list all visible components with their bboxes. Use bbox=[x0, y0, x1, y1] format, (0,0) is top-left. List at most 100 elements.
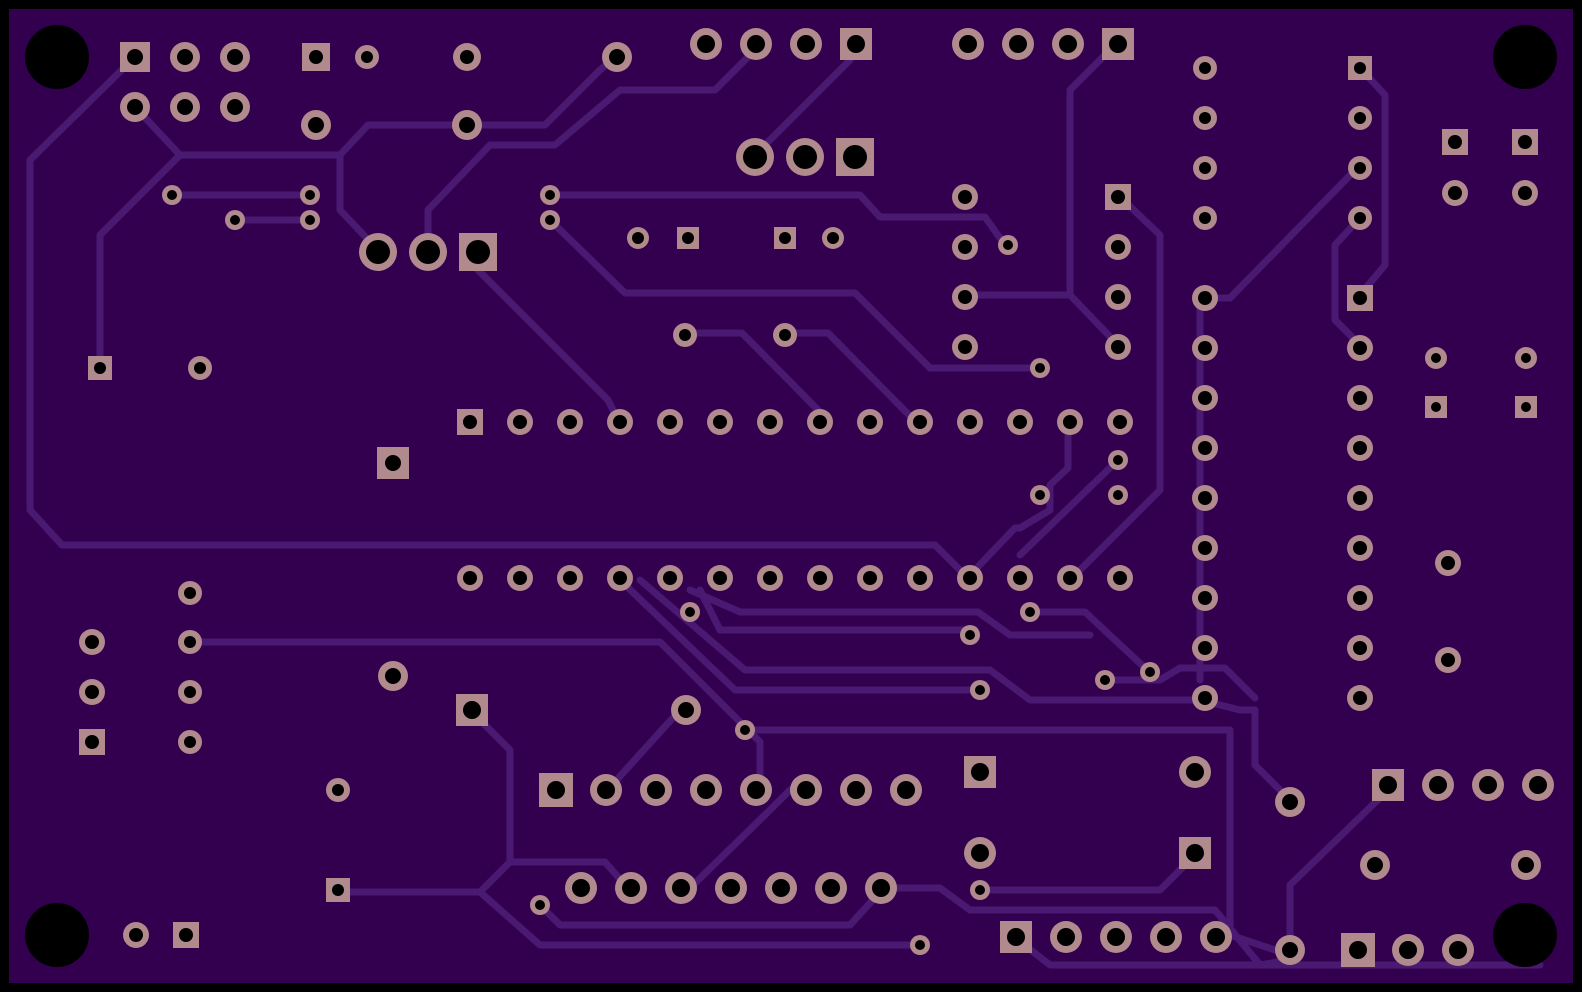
drill-hole bbox=[722, 879, 740, 897]
drill-hole bbox=[547, 781, 565, 799]
drill-hole bbox=[963, 571, 977, 585]
pads bbox=[79, 28, 1554, 967]
drill-hole bbox=[1111, 290, 1125, 304]
drill-hole bbox=[194, 362, 206, 374]
mounting-hole bbox=[1493, 25, 1557, 89]
drill-hole bbox=[177, 99, 193, 115]
drill-hole bbox=[305, 190, 315, 200]
drill-hole bbox=[227, 99, 243, 115]
drill-hole bbox=[1035, 490, 1045, 500]
drill-hole bbox=[872, 879, 890, 897]
drill-hole bbox=[843, 145, 867, 169]
drill-hole bbox=[127, 49, 143, 65]
drill-hole bbox=[305, 215, 315, 225]
drill-hole bbox=[1282, 942, 1298, 958]
drill-hole bbox=[697, 781, 715, 799]
drill-hole bbox=[713, 571, 727, 585]
drill-hole bbox=[1009, 35, 1027, 53]
mounting-holes bbox=[25, 25, 1557, 967]
drill-hole bbox=[740, 725, 750, 735]
drill-hole bbox=[1449, 941, 1467, 959]
drill-hole bbox=[1013, 571, 1027, 585]
drill-hole bbox=[1441, 556, 1455, 570]
drill-hole bbox=[1198, 341, 1212, 355]
drill-hole bbox=[1282, 794, 1298, 810]
drill-hole bbox=[459, 117, 475, 133]
drill-hole bbox=[1353, 641, 1367, 655]
drill-hole bbox=[1199, 162, 1211, 174]
mounting-hole bbox=[1493, 903, 1557, 967]
drill-hole bbox=[959, 35, 977, 53]
drill-hole bbox=[622, 879, 640, 897]
drill-hole bbox=[463, 701, 481, 719]
drill-hole bbox=[1354, 162, 1366, 174]
drill-hole bbox=[682, 232, 694, 244]
drill-hole bbox=[1109, 35, 1127, 53]
drill-hole bbox=[1379, 776, 1397, 794]
drill-hole bbox=[1157, 928, 1175, 946]
drill-hole bbox=[1199, 112, 1211, 124]
drill-hole bbox=[913, 571, 927, 585]
drill-hole bbox=[672, 879, 690, 897]
drill-hole bbox=[697, 35, 715, 53]
drill-hole bbox=[1198, 491, 1212, 505]
drill-hole bbox=[1353, 291, 1367, 305]
drill-hole bbox=[1198, 691, 1212, 705]
drill-hole bbox=[897, 781, 915, 799]
drill-hole bbox=[332, 784, 344, 796]
drill-hole bbox=[965, 630, 975, 640]
drill-hole bbox=[1113, 455, 1123, 465]
drill-hole bbox=[813, 571, 827, 585]
drill-hole bbox=[1431, 402, 1441, 412]
drill-hole bbox=[779, 329, 791, 341]
drill-hole bbox=[85, 635, 99, 649]
drill-hole bbox=[713, 415, 727, 429]
drill-hole bbox=[1186, 763, 1204, 781]
drill-hole bbox=[94, 362, 106, 374]
drill-hole bbox=[975, 685, 985, 695]
drill-hole bbox=[1448, 186, 1462, 200]
drill-hole bbox=[1354, 62, 1366, 74]
drill-hole bbox=[1198, 641, 1212, 655]
drill-hole bbox=[563, 415, 577, 429]
drill-hole bbox=[1529, 776, 1547, 794]
drill-hole bbox=[678, 702, 694, 718]
drill-hole bbox=[1353, 391, 1367, 405]
drill-hole bbox=[230, 215, 240, 225]
drill-hole bbox=[184, 587, 196, 599]
drill-hole bbox=[971, 763, 989, 781]
drill-hole bbox=[1518, 857, 1534, 873]
drill-hole bbox=[763, 571, 777, 585]
drill-hole bbox=[1429, 776, 1447, 794]
drill-hole bbox=[129, 928, 143, 942]
copper-traces bbox=[26, 41, 1544, 969]
drill-hole bbox=[1448, 135, 1462, 149]
drill-hole bbox=[545, 215, 555, 225]
drill-hole bbox=[563, 571, 577, 585]
drill-hole bbox=[797, 35, 815, 53]
drill-hole bbox=[572, 879, 590, 897]
drill-hole bbox=[545, 190, 555, 200]
drill-hole bbox=[1198, 391, 1212, 405]
mounting-hole bbox=[25, 903, 89, 967]
drill-hole bbox=[460, 50, 474, 64]
drill-hole bbox=[685, 607, 695, 617]
drill-hole bbox=[793, 145, 817, 169]
drill-hole bbox=[663, 571, 677, 585]
drill-hole bbox=[1353, 341, 1367, 355]
drill-hole bbox=[127, 99, 143, 115]
drill-hole bbox=[1111, 190, 1125, 204]
drill-hole bbox=[184, 736, 196, 748]
drill-hole bbox=[1198, 441, 1212, 455]
drill-hole bbox=[958, 240, 972, 254]
drill-hole bbox=[1399, 941, 1417, 959]
drill-hole bbox=[613, 571, 627, 585]
drill-hole bbox=[1063, 571, 1077, 585]
drill-hole bbox=[1111, 340, 1125, 354]
drill-hole bbox=[1518, 135, 1532, 149]
drill-hole bbox=[975, 885, 985, 895]
drill-hole bbox=[1521, 353, 1531, 363]
drill-hole bbox=[597, 781, 615, 799]
drill-hole bbox=[1199, 62, 1211, 74]
drill-hole bbox=[1353, 691, 1367, 705]
